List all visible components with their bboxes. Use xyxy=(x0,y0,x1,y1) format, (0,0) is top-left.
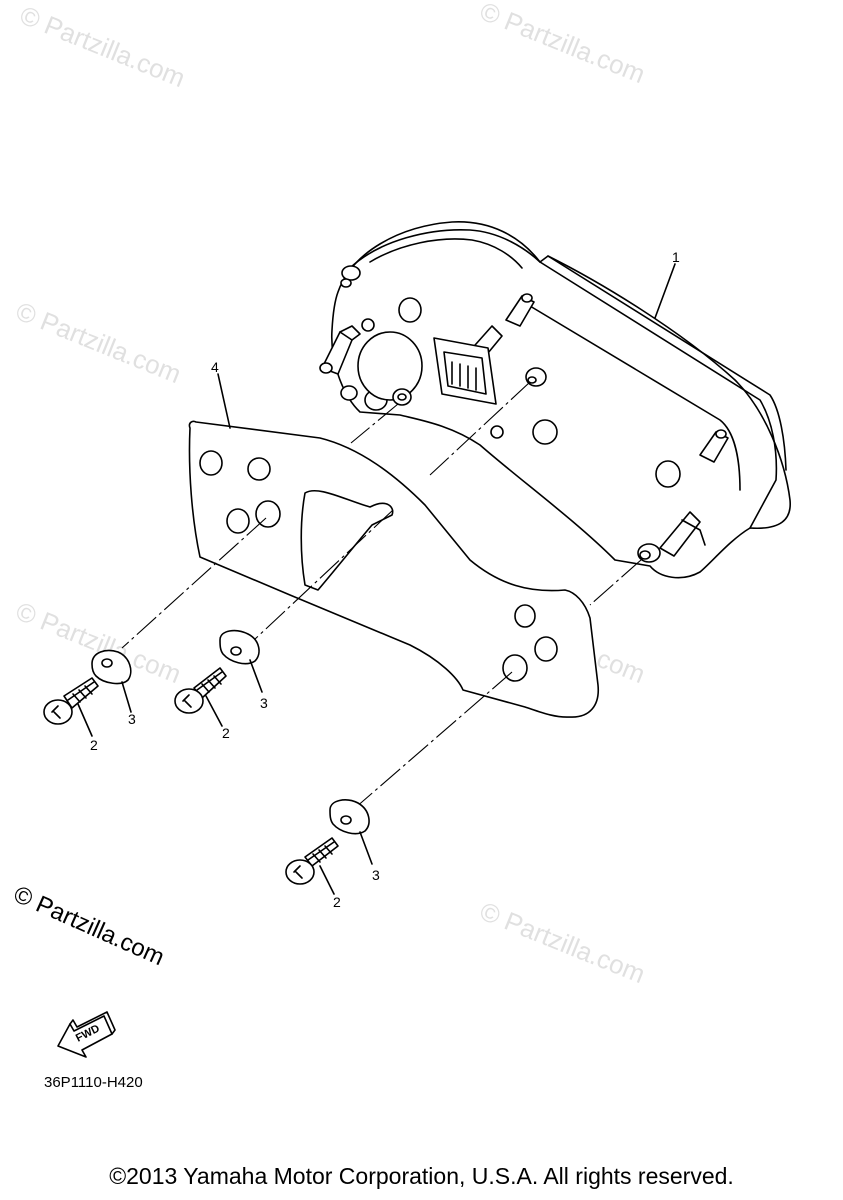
bulb-socket-left xyxy=(319,325,361,375)
bracket-hole xyxy=(247,457,271,481)
callout-2: 2 xyxy=(333,894,341,910)
meter-back-line xyxy=(519,299,741,491)
meter-assembly xyxy=(319,221,791,579)
screw-c xyxy=(285,837,339,885)
callout-3: 3 xyxy=(128,711,136,727)
leader-line xyxy=(77,703,93,737)
washer-c xyxy=(329,799,370,835)
assembly-lines xyxy=(121,381,642,809)
washer-b xyxy=(219,629,260,665)
callout-2: 2 xyxy=(90,737,98,753)
stud-bolt-right xyxy=(637,543,661,563)
assembly-line xyxy=(121,517,267,649)
leader-line xyxy=(319,865,335,895)
meter-housing-lower-edge xyxy=(539,261,778,529)
callout-3: 3 xyxy=(260,695,268,711)
leader-line xyxy=(205,695,223,727)
bulb-socket-right-low xyxy=(659,511,706,557)
washer-a xyxy=(91,649,132,685)
assembly-line xyxy=(253,509,394,641)
leader-lines xyxy=(77,263,676,895)
assembly-line xyxy=(350,403,399,444)
watermark-faint: © Partzilla.com xyxy=(12,296,186,389)
callout-3: 3 xyxy=(372,867,380,883)
wire-connector xyxy=(433,337,497,405)
assembly-line xyxy=(589,559,642,606)
leader-line xyxy=(249,659,263,693)
callout-4: 4 xyxy=(211,359,219,375)
watermark-faint: © Partzilla.com xyxy=(16,0,190,93)
bulb-socket-right-mid xyxy=(699,429,729,463)
leader-line xyxy=(217,373,231,429)
gauge-boss xyxy=(357,331,423,406)
callout-2: 2 xyxy=(222,725,230,741)
assembly-line xyxy=(354,671,513,809)
fwd-arrow-icon: FWD xyxy=(57,1011,116,1058)
watermark-main: © Partzilla.com xyxy=(10,881,169,971)
watermark-faint: © Partzilla.com xyxy=(476,896,650,989)
bracket-hole xyxy=(514,604,536,628)
leader-line xyxy=(121,681,132,713)
meter-boss-lower-left xyxy=(340,385,358,401)
meter-rim-inner xyxy=(369,238,523,269)
bracket-hole xyxy=(226,508,250,534)
bracket-hole xyxy=(502,654,528,682)
bracket-hole xyxy=(255,500,281,528)
bulb-socket-right-top xyxy=(505,293,535,327)
screw-b xyxy=(174,667,227,714)
callout-1: 1 xyxy=(672,249,680,265)
meter-housing-edge xyxy=(547,255,787,471)
bracket-hole xyxy=(534,636,558,662)
bracket-plate xyxy=(188,420,599,718)
leader-line xyxy=(654,263,676,319)
copyright-notice: ©2013 Yamaha Motor Corporation, U.S.A. A… xyxy=(109,1163,734,1189)
bracket-outline xyxy=(188,420,599,718)
assembly-line xyxy=(429,381,531,476)
stud-bolt-mid xyxy=(525,367,547,387)
meter-boss-upper-left xyxy=(340,265,361,288)
meter-rim-top xyxy=(349,228,541,269)
watermark-faint: © Partzilla.com xyxy=(476,0,650,89)
callouts: 1 4 3 3 3 2 2 2 xyxy=(90,249,680,910)
part-code: 36P1110-H420 xyxy=(44,1074,143,1091)
screw-a xyxy=(43,677,99,725)
bracket-hole xyxy=(199,450,223,476)
leader-line xyxy=(359,831,373,865)
bracket-slot xyxy=(300,489,394,591)
